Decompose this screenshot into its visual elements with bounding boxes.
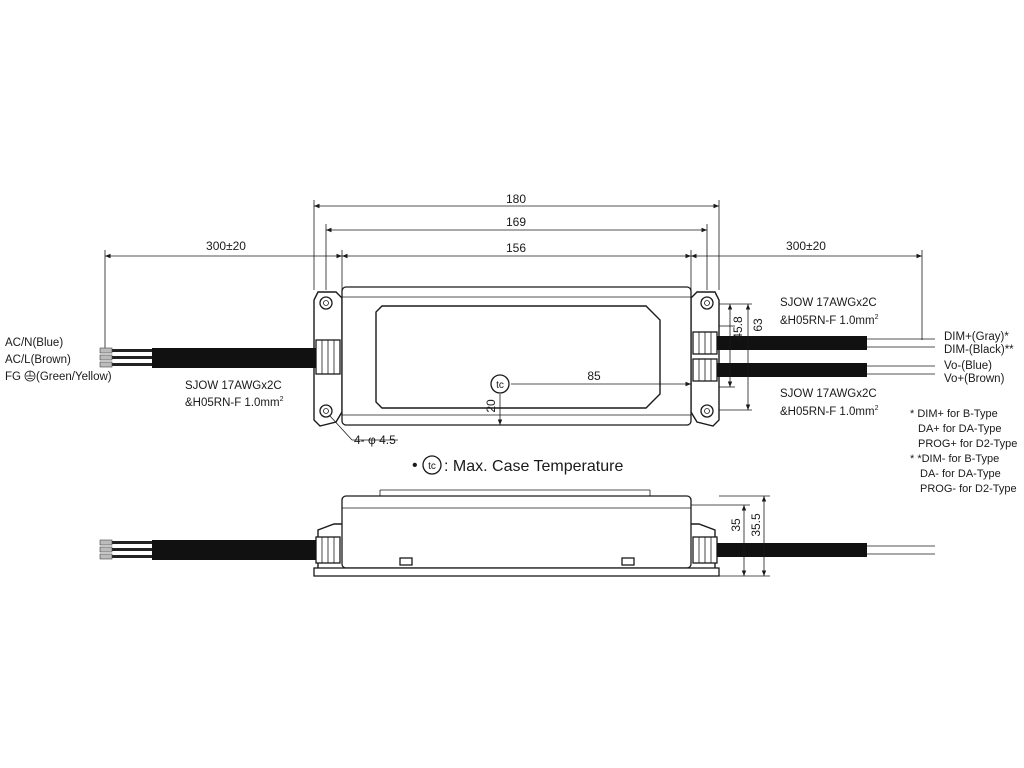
wire-acn-label: AC/N(Blue) [5,337,63,349]
note-prog-plus: PROG+ for D2-Type [918,438,1017,450]
dim-85-label: 85 [587,369,601,383]
dim-cable-left-label: 300±20 [206,239,246,253]
label-area [375,305,661,409]
right-top-cable-spec-line2: &H05RN-F 1.0mm2 [780,314,879,327]
mounting-hole [319,404,333,418]
note-dim-minus-b: * *DIM- for B-Type [910,453,999,465]
mounting-hole [700,404,714,418]
ground-icon [24,370,36,382]
dim-35-label: 35 [729,518,743,532]
note-da-plus: DA+ for DA-Type [918,423,1001,435]
tc-marker-label: tc [496,380,504,391]
wire-dim-minus-label: DIM-(Black)** [944,344,1014,356]
left-cable-spec-line2: &H05RN-F 1.0mm2 [185,396,284,409]
dim-156-label: 156 [506,241,526,255]
mounting-hole [700,296,714,310]
tc-legend-text: : Max. Case Temperature [444,458,623,475]
dim-20-label: 20 [484,399,498,413]
tc-marker [490,374,510,394]
output-cable [717,363,867,377]
right-bottom-cable-spec-line1: SJOW 17AWGx2C [780,388,877,400]
left-cable-spec-line1: SJOW 17AWGx2C [185,380,282,392]
right-bottom-cable-spec-line2: &H05RN-F 1.0mm2 [780,405,879,418]
wire-vo-minus-label: Vo-(Blue) [944,360,992,372]
dim-180-label: 180 [506,192,526,206]
holes-label: 4- φ 4.5 [354,433,396,447]
note-dim-plus-b: * DIM+ for B-Type [910,408,998,420]
note-da-minus: DA- for DA-Type [920,468,1001,480]
dim-35-5-label: 35.5 [749,513,763,537]
wire-vo-plus-label: Vo+(Brown) [944,373,1005,385]
dim-cable [717,336,867,350]
dim-169-label: 169 [506,215,526,229]
tc-legend-symbol: tc [428,461,436,472]
wire-fg-prefix: FG [5,371,21,383]
wire-dim-plus-label: DIM+(Gray)* [944,331,1009,343]
input-cable [152,348,316,368]
dim-63-label: 63 [751,318,765,332]
wire-acl-label: AC/L(Brown) [5,354,71,366]
tc-legend-icon [422,455,442,475]
side-case-body [341,495,692,569]
dim-cable-right-label: 300±20 [786,239,826,253]
top-view: 180 169 156 300±20 300±20 [5,192,1017,495]
dim-45-8-label: 45.8 [731,316,745,340]
tc-legend-bullet: • [412,457,418,474]
right-top-cable-spec-line1: SJOW 17AWGx2C [780,297,877,309]
wire-fg-label: (Green/Yellow) [36,371,112,383]
case-body [341,286,692,426]
note-prog-minus: PROG- for D2-Type [920,483,1017,495]
mounting-hole [319,296,333,310]
side-view: 35 35.5 [99,489,935,577]
